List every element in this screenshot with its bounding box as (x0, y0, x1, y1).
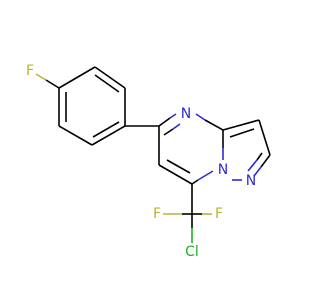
atom-cl: Cl (185, 244, 199, 260)
bond (158, 164, 193, 185)
bond (253, 166, 262, 177)
bond (163, 128, 174, 136)
bond (204, 119, 224, 131)
bond (58, 66, 96, 89)
bond (158, 117, 171, 127)
atom-f-para: F (26, 63, 34, 79)
atom-n-pyrimidine: N (181, 106, 191, 122)
bonds (35, 66, 271, 243)
bond (58, 125, 93, 146)
bond (91, 125, 126, 146)
bond (256, 152, 263, 161)
bond (94, 74, 120, 93)
bond (258, 119, 271, 156)
bond (94, 66, 126, 89)
bond (169, 113, 177, 119)
molecule-canvas: F N N N F F Cl (26, 63, 271, 260)
bond (197, 170, 214, 181)
bond (260, 154, 271, 168)
atom-n-bridgehead: N (218, 162, 228, 178)
bond (222, 119, 260, 131)
bond (195, 113, 206, 121)
bond (92, 121, 120, 138)
bond (172, 123, 181, 130)
molecule-structure: F N N N F F Cl (26, 63, 271, 260)
bond (229, 128, 255, 138)
atom-n-pyrazole: N (246, 173, 256, 189)
bond (191, 179, 199, 185)
atom-f-left: F (153, 206, 161, 222)
bond (247, 159, 258, 172)
bond (45, 79, 60, 89)
atom-labels: F N N N F F Cl (26, 63, 256, 260)
atom-f-right: F (215, 206, 223, 222)
bond (35, 73, 47, 81)
bond (166, 159, 191, 174)
